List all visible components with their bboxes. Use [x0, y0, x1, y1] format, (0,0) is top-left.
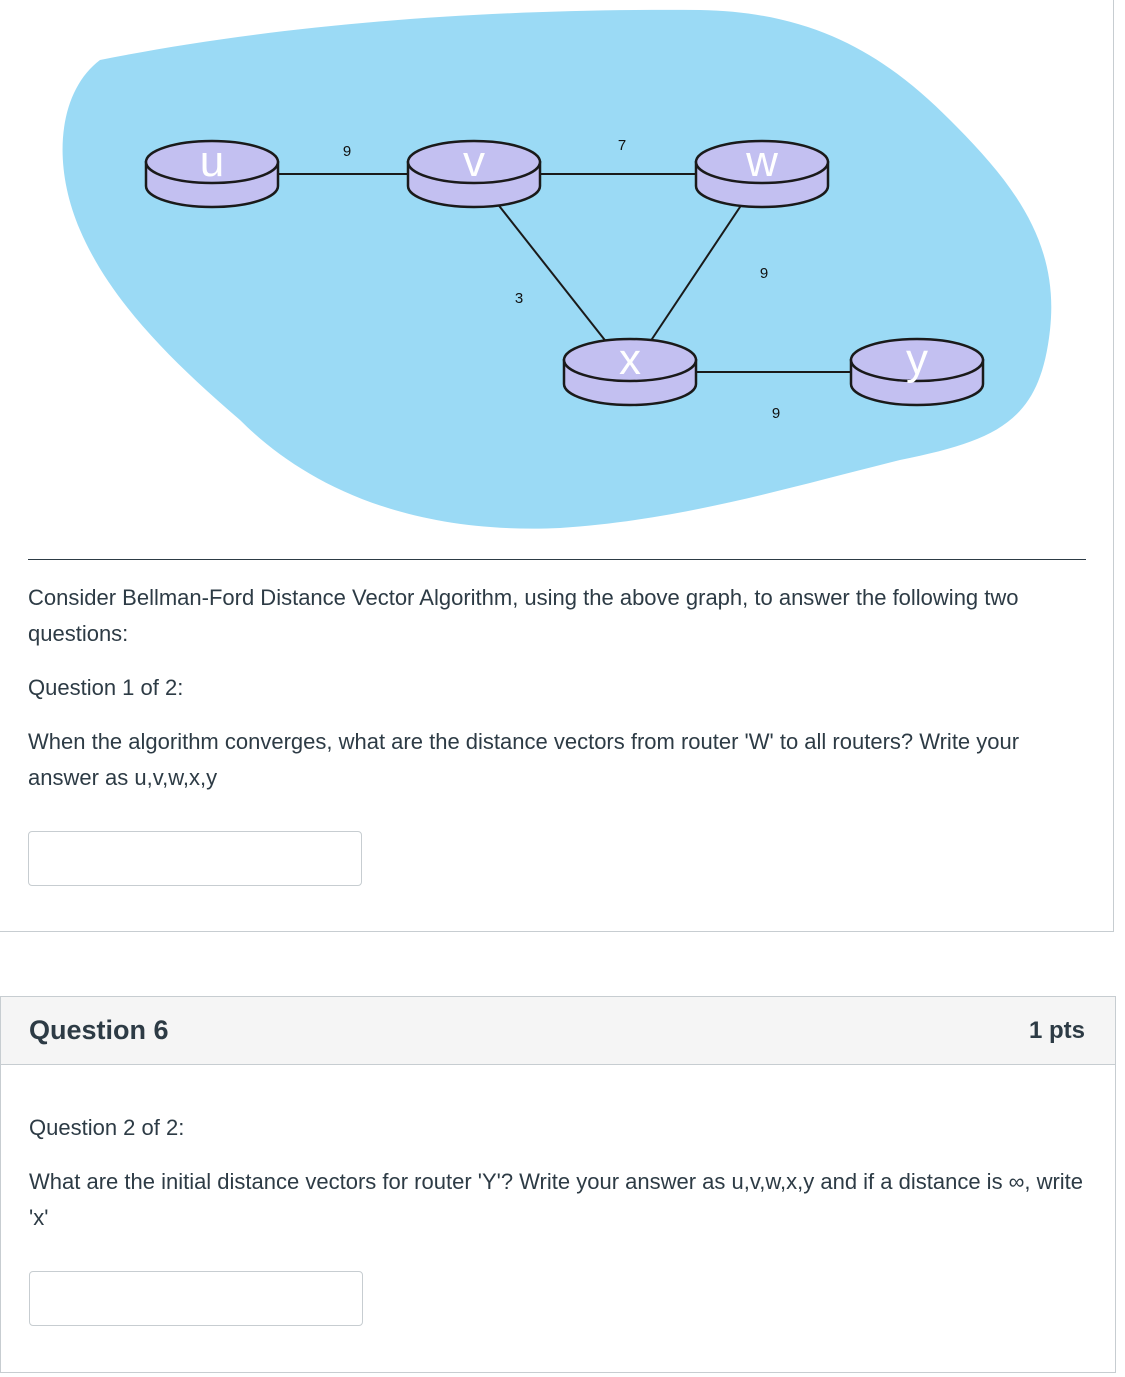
link-cost-w-x: 9: [760, 265, 768, 282]
link-cost-v-w: 7: [618, 137, 626, 154]
network-cloud: [62, 9, 1052, 529]
question-counter: Question 2 of 2:: [29, 1115, 185, 1140]
question-prompt: When the algorithm converges, what are t…: [28, 729, 1020, 790]
router-label-y: y: [906, 335, 928, 384]
question-points: 1 pts: [1028, 1017, 1085, 1044]
link-cost-u-v: 9: [343, 143, 351, 160]
routers-group: u v w x y: [144, 137, 985, 407]
router-w: w: [694, 137, 830, 209]
link-cost-v-x: 3: [515, 290, 523, 307]
question-6-panel: Question 6 1 pts Question 2 of 2: What a…: [0, 996, 1116, 1373]
link-cost-x-y: 9: [772, 405, 780, 422]
link-v-x: [473, 173, 631, 373]
question-intro: Consider Bellman-Ford Distance Vector Al…: [28, 585, 1019, 646]
question-title: Question 6: [29, 1015, 169, 1045]
router-u: u: [144, 137, 280, 209]
question-5-panel: u v w x y 9 7 3 9 9 Consider Bellman-Ford Distan…: [0, 0, 1114, 932]
network-diagram: u v w x y 9 7 3 9 9: [62, 9, 1052, 529]
question-counter: Question 1 of 2:: [28, 675, 184, 700]
question-prompt: What are the initial distance vectors fo…: [29, 1169, 1084, 1230]
answer-input[interactable]: [29, 1271, 363, 1326]
router-label-x: x: [619, 335, 641, 384]
router-v: v: [406, 137, 542, 209]
question-header: Question 6 1 pts: [1, 997, 1115, 1065]
router-y: y: [849, 335, 985, 407]
divider: [28, 559, 1086, 560]
router-label-w: w: [745, 137, 778, 186]
router-label-u: u: [200, 137, 224, 186]
answer-input[interactable]: [28, 831, 362, 886]
router-label-v: v: [463, 137, 485, 186]
edge-labels-group: 9 7 3 9 9: [343, 137, 780, 422]
router-x: x: [562, 335, 698, 407]
